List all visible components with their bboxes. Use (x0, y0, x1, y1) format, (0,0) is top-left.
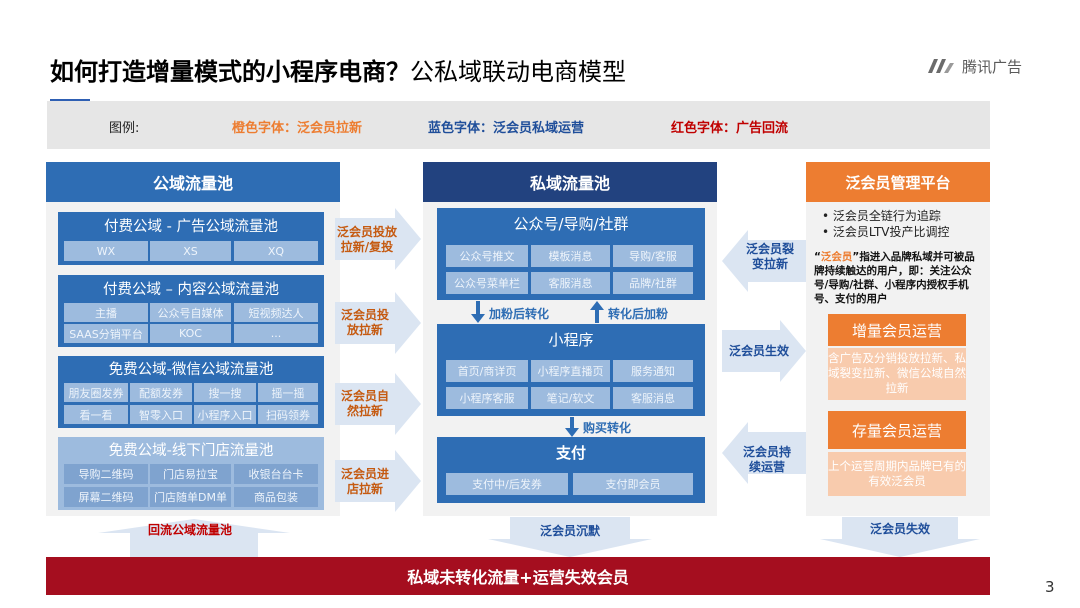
title-underline (50, 99, 90, 102)
right-arrow-shape (335, 292, 421, 354)
page-title-normal: 公私域联动电商模型 (410, 58, 626, 86)
public-cell: XS (150, 241, 231, 261)
member-platform-title: 泛会员管理平台 (806, 162, 990, 202)
right-arrow-shape (335, 208, 421, 270)
silent-label: 泛会员沉默 (539, 524, 600, 538)
right-arrow-shape (335, 450, 421, 512)
left-arrow-shape (722, 230, 806, 292)
public-cell: 门店易拉宝 (150, 464, 231, 484)
purchase-convert-label: 购买转化 (583, 421, 632, 435)
public-cell: WX (64, 241, 148, 261)
down-convert-label: 加粉后转化 (489, 307, 550, 321)
public-group-title: 付费公域 – 内容公域流量池 (58, 275, 324, 301)
legend-blue: 蓝色字体：泛会员私域运营 (428, 121, 585, 136)
brand: 腾讯广告 (926, 55, 1022, 77)
public-cell: ... (234, 324, 318, 343)
public-cell: 导购二维码 (64, 464, 148, 484)
private-cell: 服务通知 (613, 360, 693, 382)
private-cell: 客服消息 (613, 387, 693, 409)
down-arrow-shape (820, 517, 980, 557)
tencent-ads-logo-icon (928, 59, 954, 73)
public-cell: 智零入口 (130, 405, 192, 424)
public-cell: 公众号自媒体 (150, 303, 231, 322)
arrow-label-left: 泛会员自然拉新 (340, 389, 389, 418)
member-definition: “泛会员”指进入品牌私域并可被品牌持续触达的用户，即：关注公众号/导购/社群、小… (814, 251, 975, 305)
page-title-bold: 如何打造增量模式的小程序电商？ (50, 58, 410, 86)
bottom-summary-bar: 私域未转化流量+运营失效会员 (46, 557, 990, 595)
public-cell: 收银台台卡 (234, 464, 318, 484)
private-cell: 小程序客服 (446, 387, 528, 409)
arrow-label-left: 泛会员进店拉新 (340, 467, 389, 496)
down-arrow-shape (488, 517, 652, 557)
up-convert-label: 转化后加粉 (608, 307, 669, 321)
public-cell: 小程序入口 (194, 405, 256, 424)
private-cell: 公众号推文 (446, 245, 528, 267)
legend-label: 图例: (109, 121, 140, 136)
member-bullets: • 泛会员全链行为追踪 • 泛会员LTV投产比调控 (822, 208, 990, 240)
right-arrow-shape (335, 373, 421, 435)
arrow-label-right: 泛会员生效 (728, 344, 789, 358)
arrow-down-icon (471, 301, 485, 323)
public-cell: KOC (150, 324, 231, 343)
stock-member-desc: 上个运营周期内品牌已有的有效泛会员 (828, 452, 966, 496)
private-cell: 小程序直播页 (531, 360, 610, 382)
mini-program-title: 小程序 (437, 324, 705, 354)
arrow-down-icon (565, 417, 579, 437)
public-group-title: 免费公域-线下门店流量池 (58, 437, 324, 462)
official-account-title: 公众号/导购/社群 (437, 208, 705, 238)
private-cell: 导购/客服 (613, 245, 693, 267)
bullet-item: • 泛会员LTV投产比调控 (822, 225, 950, 239)
public-cell: 看一看 (64, 405, 128, 424)
arrow-label-left: 泛会员投放拉新 (340, 308, 389, 337)
legend-bar (47, 101, 990, 149)
public-group-title: 免费公域-微信公域流量池 (58, 356, 324, 380)
private-pool-title: 私域流量池 (423, 162, 717, 202)
public-cell: 朋友圈发券 (64, 383, 128, 402)
public-cell: 门店随单DM单 (150, 487, 231, 507)
public-cell: 商品包装 (234, 487, 318, 507)
public-pool-title: 公域流量池 (46, 162, 340, 202)
arrow-label-left: 泛会员投放拉新/复投 (337, 225, 398, 254)
arrow-label-right: 泛会员持续运营 (742, 445, 791, 474)
private-cell: 品牌/社群 (613, 272, 693, 294)
legend-red: 红色字体：广告回流 (671, 121, 789, 136)
page-title: 如何打造增量模式的小程序电商？公私域联动电商模型 (50, 52, 626, 87)
incremental-member-title: 增量会员运营 (828, 314, 966, 346)
brand-name: 腾讯广告 (962, 57, 1023, 76)
arrow-up-icon (590, 301, 604, 323)
page-number: 3 (1045, 578, 1055, 596)
private-cell: 客服消息 (531, 272, 610, 294)
incremental-member-desc: 含广告及分销投放拉新、私域裂变拉新、微信公域自然拉新 (828, 348, 966, 400)
up-arrow-shape (98, 519, 290, 557)
private-cell: 支付即会员 (573, 473, 693, 495)
private-cell: 公众号菜单栏 (446, 272, 528, 294)
payment-title: 支付 (437, 437, 705, 467)
right-arrow-shape (722, 320, 806, 382)
public-cell: 屏幕二维码 (64, 487, 148, 507)
public-cell: 摇一摇 (258, 383, 318, 402)
private-cell: 笔记/软文 (531, 387, 610, 409)
legend-orange: 橙色字体：泛会员拉新 (232, 121, 363, 136)
definition-quote: 泛会员 (820, 251, 853, 263)
bullet-item: • 泛会员全链行为追踪 (822, 209, 941, 223)
left-arrow-shape (722, 422, 806, 484)
public-cell: 短视频达人 (234, 303, 318, 322)
private-cell: 首页/商详页 (446, 360, 528, 382)
public-cell: 搜一搜 (194, 383, 256, 402)
invalid-label: 泛会员失效 (869, 522, 930, 536)
stock-member-title: 存量会员运营 (828, 411, 966, 449)
public-cell: 配额发券 (130, 383, 192, 402)
private-cell: 支付中/后发券 (446, 473, 568, 495)
public-cell: XQ (234, 241, 318, 261)
public-cell: 主播 (64, 303, 148, 322)
public-group-title: 付费公域 - 广告公域流量池 (58, 212, 324, 238)
public-cell: SAAS分销平台 (64, 324, 148, 343)
backflow-label: 回流公域流量池 (147, 523, 232, 537)
public-cell: 扫码领券 (258, 405, 318, 424)
arrow-label-right: 泛会员裂变拉新 (745, 242, 794, 271)
private-cell: 模板消息 (531, 245, 610, 267)
